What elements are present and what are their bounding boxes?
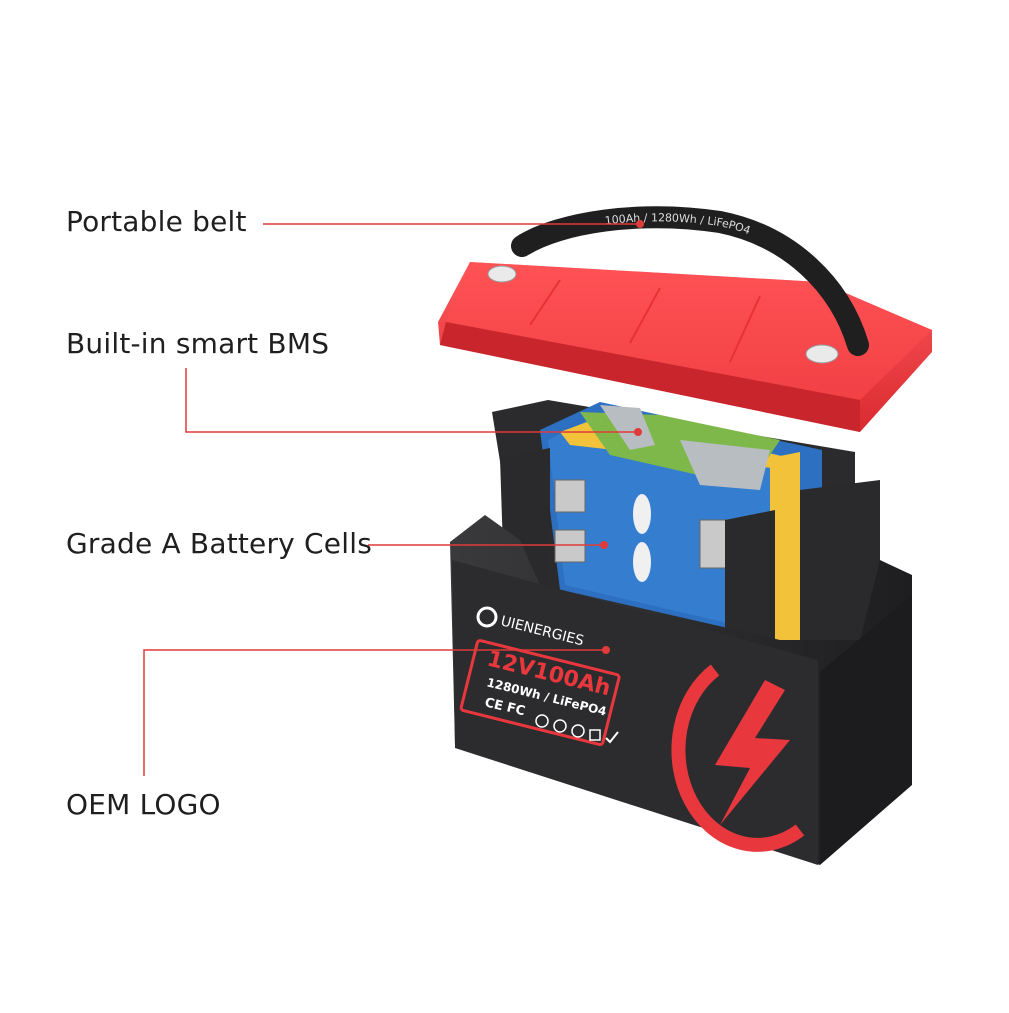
- cert-icon: [535, 714, 549, 728]
- check-icon: [605, 731, 619, 744]
- brand-logo-icon: [476, 606, 498, 628]
- callout-smart-bms: Built-in smart BMS: [66, 327, 330, 360]
- leader-lines: [143, 223, 640, 776]
- dot-belt: [636, 220, 644, 228]
- battery-cells: [492, 400, 880, 655]
- bin-icon: [589, 729, 601, 741]
- dot-cells: [600, 541, 608, 549]
- lightning-icon: [715, 680, 790, 825]
- dot-bms: [634, 428, 642, 436]
- cert-fc: FC: [505, 700, 527, 719]
- callout-oem-logo: OEM LOGO: [66, 788, 221, 821]
- battery-case: [450, 515, 912, 865]
- fire-icon: [571, 724, 585, 738]
- terminal-positive-icon: [805, 344, 839, 364]
- callout-portable-belt: Portable belt: [66, 205, 247, 238]
- leader-oem: [143, 649, 606, 776]
- leader-bms: [185, 368, 638, 433]
- leader-dots: [600, 220, 644, 654]
- emblem-ring: [671, 664, 805, 852]
- battery-lid: [438, 262, 932, 432]
- callout-battery-cells: Grade A Battery Cells: [66, 527, 372, 560]
- recycle-icon: [553, 719, 567, 733]
- cert-ce: CE: [483, 695, 505, 714]
- dot-oem: [602, 646, 610, 654]
- terminal-negative-icon: [487, 265, 517, 283]
